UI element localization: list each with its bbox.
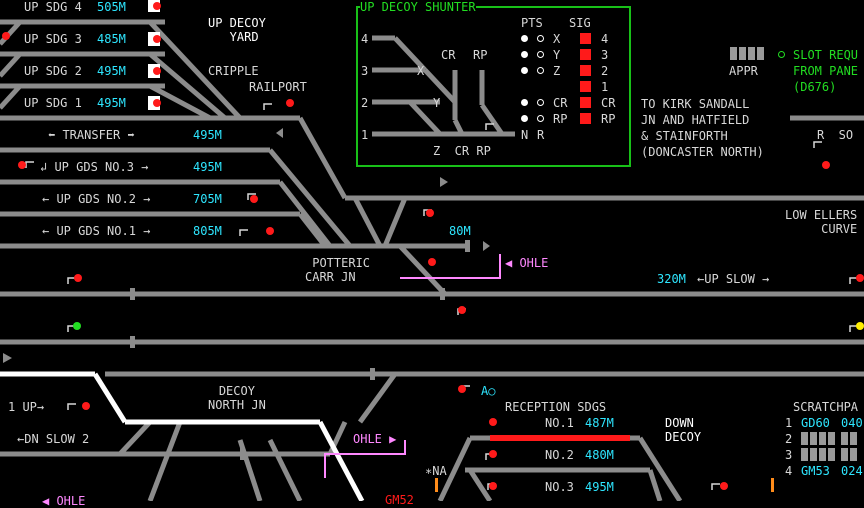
railport-label: RAILPORT — [249, 80, 307, 94]
low-ellers-curve-label: LOW ELLERS CURVE — [785, 208, 858, 236]
up-gds-3-label: ↲ UP GDS NO.3 → — [40, 160, 149, 174]
up-slow-length: 320M — [657, 272, 686, 286]
up-gds-2-length: 705M — [193, 192, 222, 206]
reception-no2: NO.2 — [545, 448, 574, 462]
reception-no1-length: 487M — [585, 416, 614, 430]
appr-label: APPR — [729, 64, 758, 78]
up-sdg-4-length: 505M — [97, 0, 126, 14]
transfer-label: ⬅ TRANSFER ➡ — [48, 128, 135, 142]
up-sdg-1-label: UP SDG 1 — [24, 96, 82, 110]
pt-label-y: Y — [433, 96, 441, 110]
slot-request-line1: SLOT REQU — [793, 48, 859, 62]
road-3: 3 — [361, 64, 369, 78]
slot-request-indicator[interactable] — [778, 51, 785, 58]
up-decoy-yard-label: UP DECOY YARD — [208, 16, 266, 44]
up-sdg-3-length: 485M — [97, 32, 126, 46]
up-gds-1-label: ← UP GDS NO.1 → — [42, 224, 151, 238]
reception-no3-length: 495M — [585, 480, 614, 494]
up-sdg-1-length: 495M — [97, 96, 126, 110]
road-1: 1 — [361, 128, 369, 142]
cripple-label: CRIPPLE — [208, 64, 259, 78]
pt-label-cr: CR — [441, 48, 456, 62]
pt-label-r: R — [537, 128, 545, 142]
a-indicator: A○ — [481, 384, 496, 398]
up-gds-2-label: ← UP GDS NO.2 → — [42, 192, 151, 206]
reception-sdgs-label: RECEPTION SDGS — [505, 400, 607, 414]
shunter-panel[interactable] — [356, 6, 631, 167]
slot-request-line2: FROM PANE — [793, 64, 859, 78]
gm52-berth: GM52 — [385, 493, 414, 507]
shunter-panel-title: UP DECOY SHUNTER — [360, 0, 476, 14]
r-so-label: R SO — [817, 128, 854, 142]
pt-label-rp: RP — [473, 48, 488, 62]
ohle-label-lower[interactable]: OHLE ▶ — [353, 432, 397, 446]
road-2: 2 — [361, 96, 369, 110]
pts-header: PTS — [521, 16, 543, 30]
berth-80m: 80M — [449, 224, 471, 238]
pt-label-bottom: Z CR RP — [433, 144, 491, 158]
up-sdg-2-length: 495M — [97, 64, 126, 78]
reception-no1: NO.1 — [545, 416, 574, 430]
dn-slow-2-label: ←DN SLOW 2 — [17, 432, 90, 446]
pt-label-x: X — [417, 64, 425, 78]
transfer-length: 495M — [193, 128, 222, 142]
up-gds-1-length: 805M — [193, 224, 222, 238]
slot-request-line3: (D676) — [793, 80, 837, 94]
kirk-sandall-label: TO KIRK SANDALL JN AND HATFIELD & STAINF… — [641, 97, 764, 159]
pt-label-n: N — [521, 128, 529, 142]
up-sdg-3-label: UP SDG 3 — [24, 32, 82, 46]
reception-no2-length: 480M — [585, 448, 614, 462]
up-sdg-2-label: UP SDG 2 — [24, 64, 82, 78]
reception-no3: NO.3 — [545, 480, 574, 494]
up-gds-3-length: 495M — [193, 160, 222, 174]
ohle-label-upper[interactable]: ◀ OHLE — [505, 256, 549, 270]
road-4: 4 — [361, 32, 369, 46]
up-slow-label: ←UP SLOW → — [697, 272, 770, 286]
up-sdg-4-label: UP SDG 4 — [24, 0, 82, 14]
orange-marker-1 — [435, 478, 438, 492]
ohle-label-bottom[interactable]: ◀ OHLE — [42, 494, 86, 508]
potteric-carr-label: POTTERIC CARR JN — [305, 256, 371, 284]
na-label: ∗NA — [425, 464, 447, 478]
decoy-north-label: DECOY NORTH JN — [208, 384, 266, 412]
orange-marker-2 — [771, 478, 774, 492]
sig-header: SIG — [569, 16, 591, 30]
scratchpad-title: SCRATCHPA — [793, 400, 859, 414]
down-decoy-label: DOWN DECOY — [665, 416, 702, 444]
up-1-label: 1 UP→ — [8, 400, 45, 414]
